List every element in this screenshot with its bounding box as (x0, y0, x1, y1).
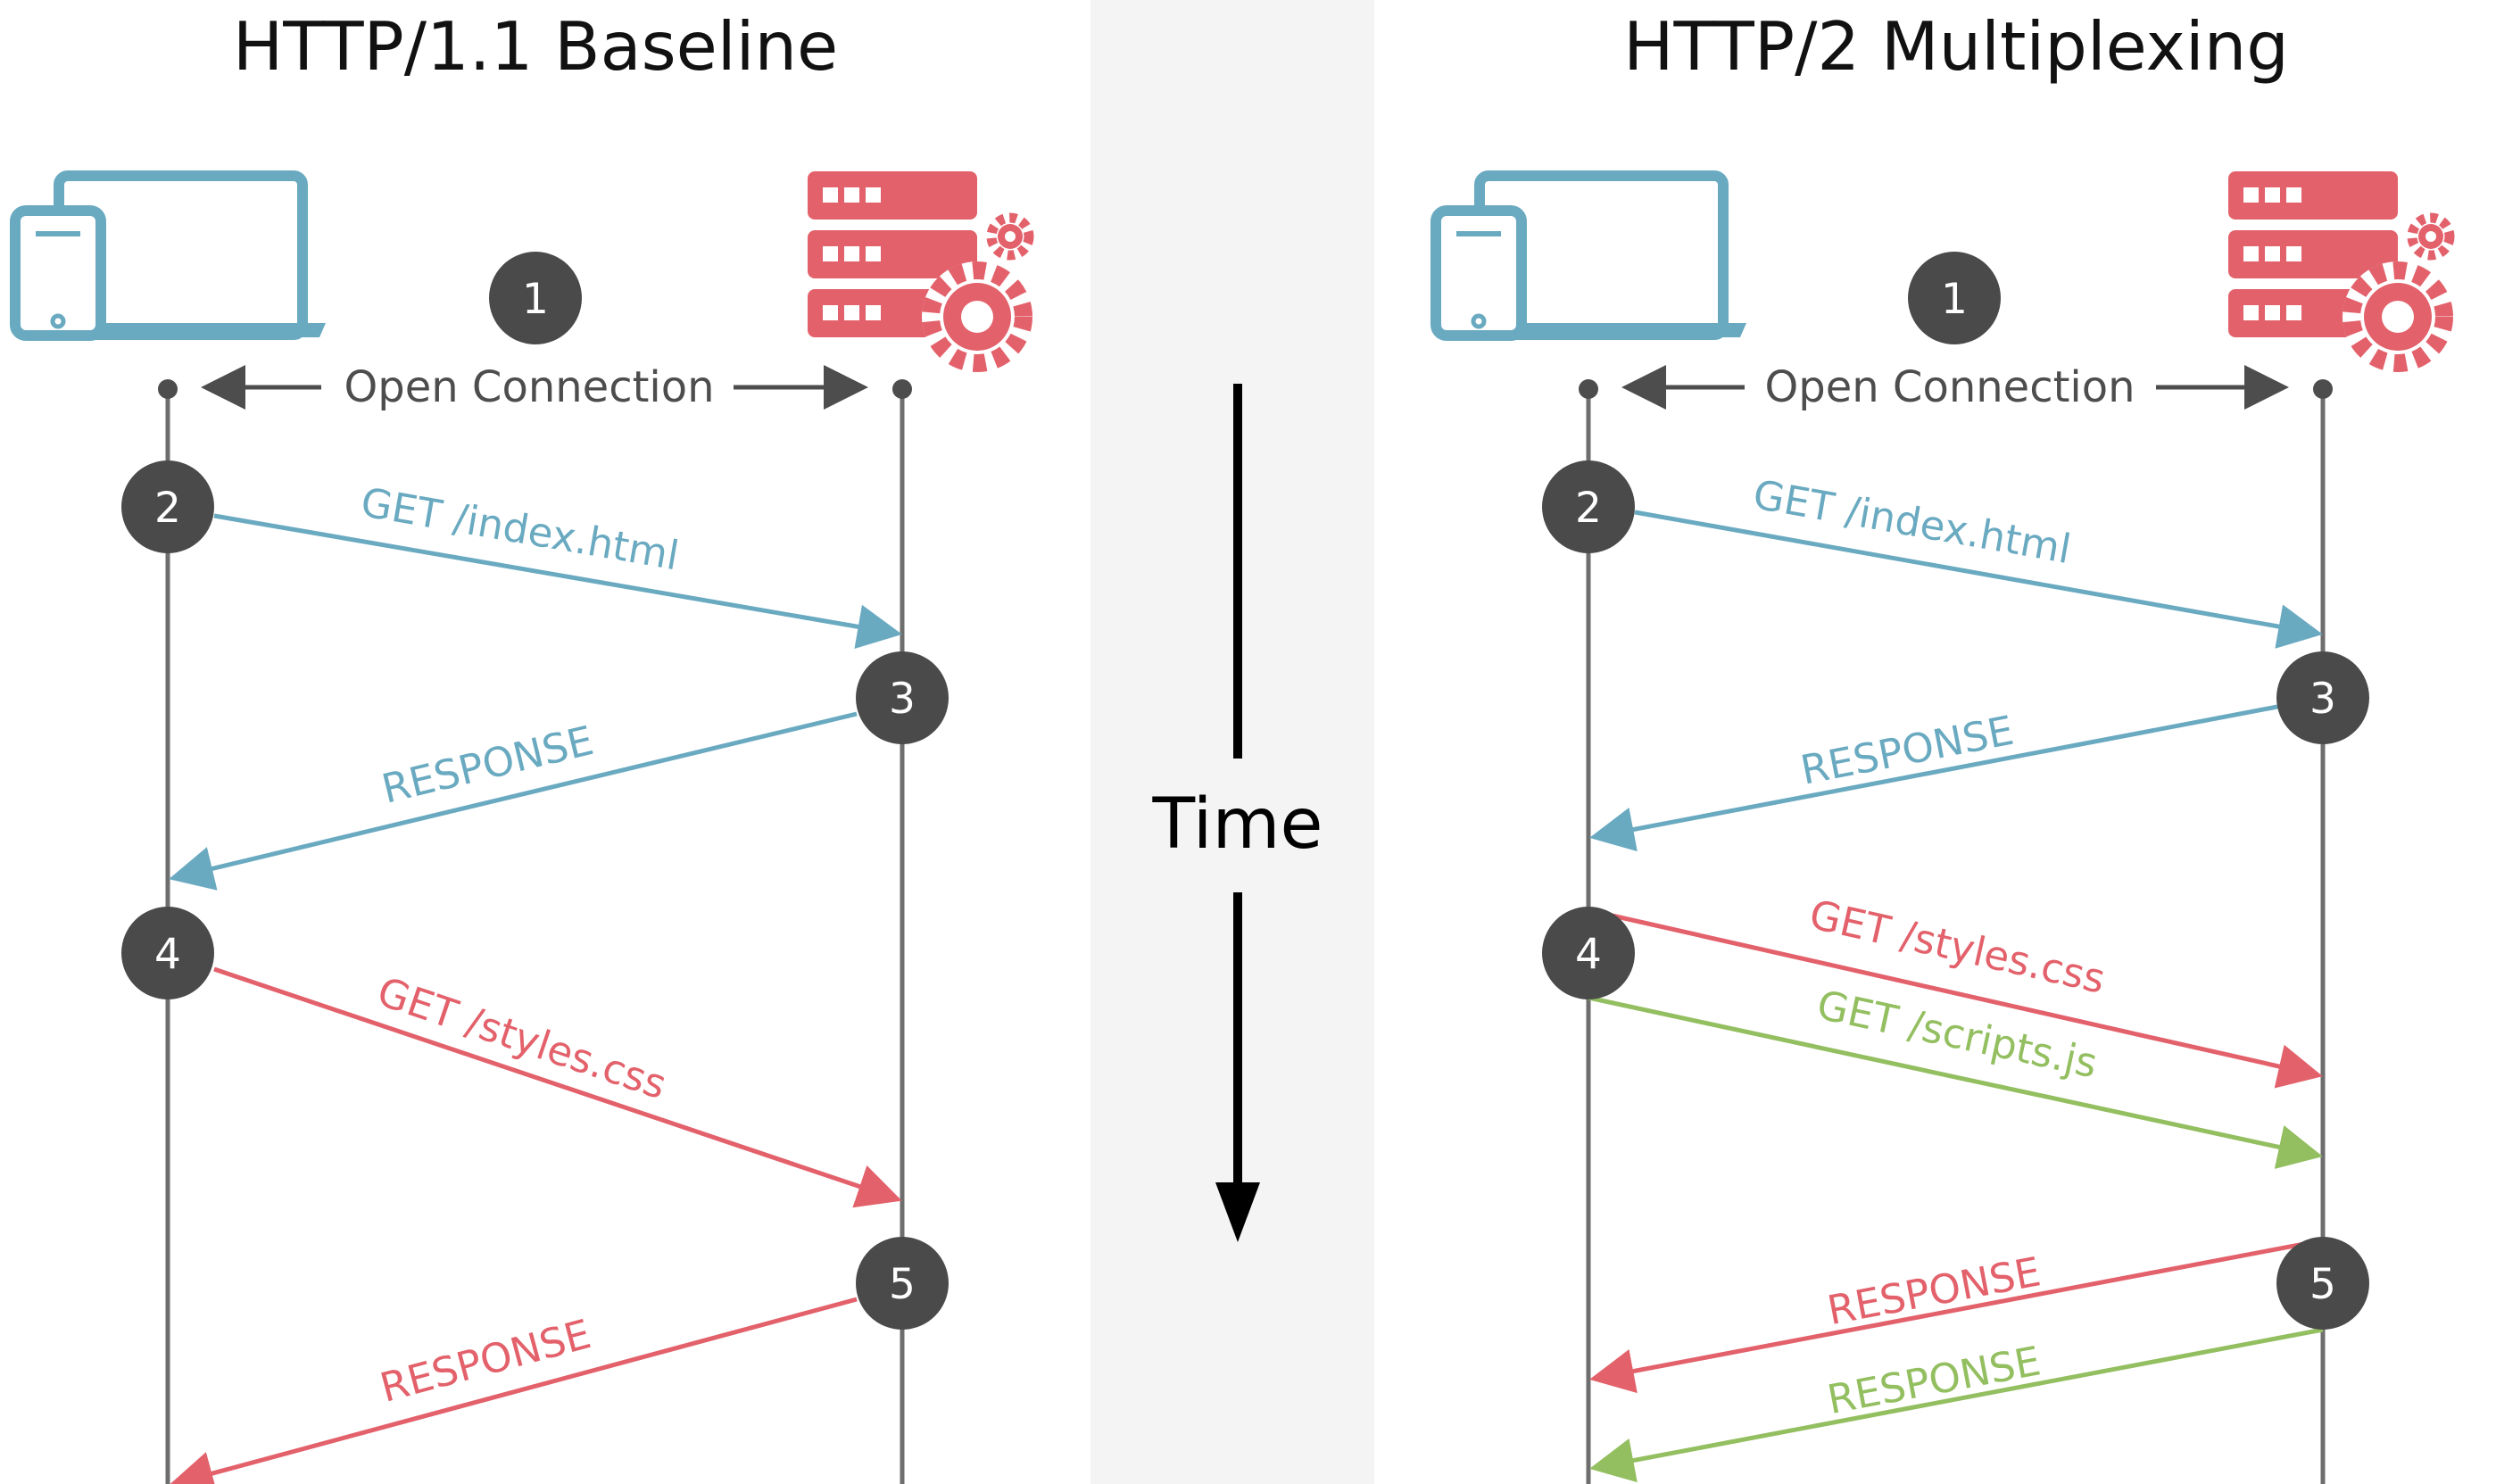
step-badge-3: 3 (856, 651, 949, 744)
response-scripts-label: RESPONSE (1824, 1337, 2044, 1423)
response-index-arrow (169, 711, 858, 891)
response-index-label: RESPONSE (1796, 707, 2017, 794)
svg-text:5: 5 (2309, 1260, 2336, 1309)
server-gear-icon (2228, 171, 2456, 372)
svg-text:3: 3 (2309, 675, 2336, 724)
get-styles-arrow (1588, 908, 2323, 1089)
open-connection-label: Open Connection (344, 362, 714, 412)
server-gear-icon (808, 171, 1035, 372)
laptop-phone-icon (10, 170, 326, 341)
step-badge-3: 3 (2276, 651, 2369, 744)
laptop-phone-icon (1430, 170, 1746, 341)
get-index-label: GET /index.html (1750, 470, 2075, 573)
step-badge-2: 2 (121, 460, 214, 553)
get-scripts-label: GET /scripts.js (1813, 981, 2102, 1087)
left-panel: Open Connection GET /index.html RESPONSE… (10, 170, 1035, 1484)
get-index-arrow (1634, 510, 2323, 649)
svg-text:2: 2 (154, 484, 181, 533)
center-divider (1090, 0, 1374, 1484)
response-styles-label: RESPONSE (376, 1310, 596, 1412)
step-badge-5: 5 (856, 1237, 949, 1330)
get-index-label: GET /index.html (358, 478, 683, 580)
get-styles-arrow (213, 966, 902, 1208)
left-panel-title: HTTP/1.1 Baseline (233, 7, 838, 86)
step-badge-1: 1 (489, 252, 582, 344)
time-arrow-head (1215, 1182, 1260, 1242)
time-axis: Time (1152, 384, 1323, 1242)
response-styles-arrow (169, 1297, 858, 1484)
get-index-arrow (213, 513, 902, 649)
response-index-arrow (1589, 704, 2278, 852)
step-badge-4: 4 (1542, 907, 1635, 999)
svg-text:4: 4 (1575, 930, 1602, 979)
server-connection-dot (892, 379, 912, 399)
open-connection-label: Open Connection (1764, 362, 2135, 412)
client-connection-dot (1579, 379, 1598, 399)
right-panel-title: HTTP/2 Multiplexing (1623, 7, 2289, 86)
response-scripts-arrow (1589, 1327, 2324, 1483)
step-badge-4: 4 (121, 907, 214, 999)
svg-text:1: 1 (1941, 275, 1968, 324)
response-styles-arrow (1589, 1238, 2324, 1394)
get-styles-label: GET /styles.css (1805, 891, 2110, 1003)
server-connection-dot (2313, 379, 2333, 399)
step-badge-5: 5 (2276, 1237, 2369, 1330)
right-panel: Open Connection GET /index.html RESPONSE… (1430, 170, 2456, 1484)
svg-text:2: 2 (1575, 484, 1602, 533)
step-badge-2: 2 (1542, 460, 1635, 553)
svg-text:3: 3 (889, 675, 916, 724)
svg-text:4: 4 (154, 930, 181, 979)
response-styles-label: RESPONSE (1824, 1248, 2044, 1334)
response-index-label: RESPONSE (377, 717, 598, 813)
svg-text:1: 1 (522, 275, 549, 324)
step-badge-1: 1 (1908, 252, 2001, 344)
svg-text:5: 5 (889, 1260, 916, 1309)
client-connection-dot (158, 379, 178, 399)
get-scripts-arrow (1588, 995, 2323, 1169)
time-label: Time (1152, 784, 1323, 865)
